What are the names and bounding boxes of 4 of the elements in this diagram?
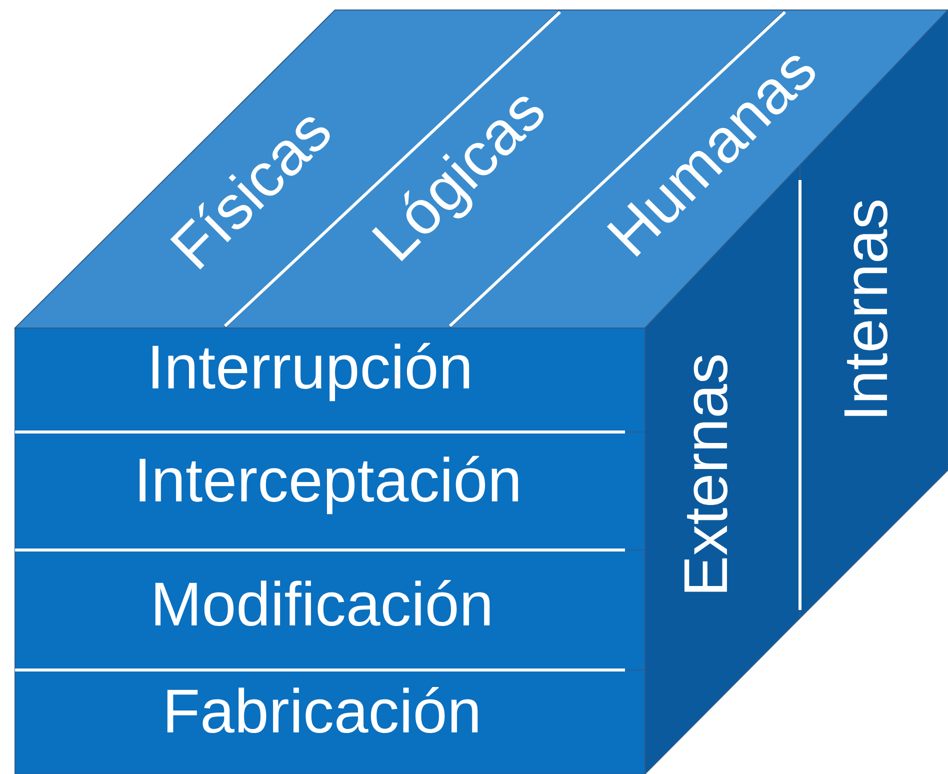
face-band: Interrupción <box>14 328 646 432</box>
face-band: Interceptación <box>14 432 646 550</box>
face-band: Fabricación <box>14 670 646 774</box>
face-band: Modificación <box>14 550 646 670</box>
